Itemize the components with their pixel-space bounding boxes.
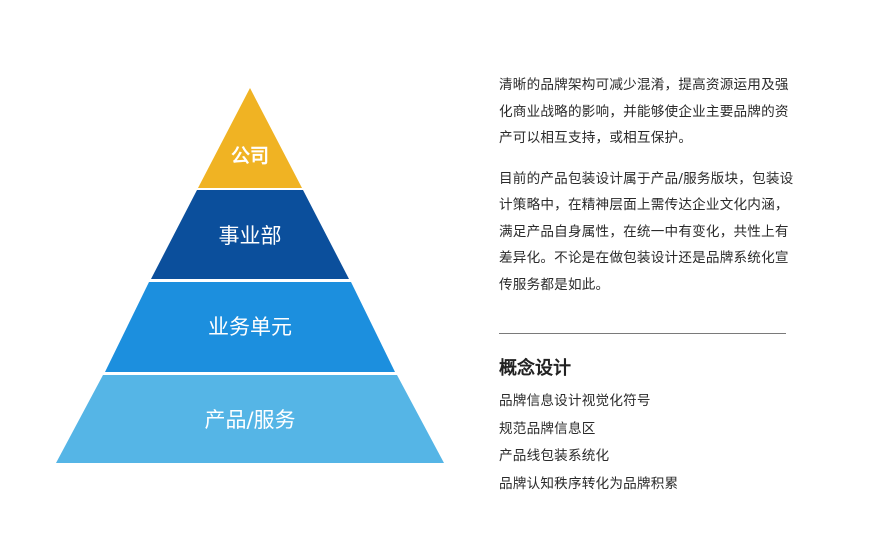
pyramid-tier-company <box>198 88 302 188</box>
concept-item-brand-accumulation: 品牌认知秩序转化为品牌积累 <box>499 475 679 492</box>
pyramid-label-business-unit: 业务单元 <box>208 315 292 339</box>
description-paragraph-brand-architecture: 清晰的品牌架构可减少混淆，提高资源运用及强化商业战略的影响，并能够使企业主要品牌… <box>499 77 789 146</box>
concept-item-visual-symbol: 品牌信息设计视觉化符号 <box>499 393 651 409</box>
description-paragraph-packaging-strategy: 目前的产品包装设计属于产品/服务版块，包装设计策略中，在精神层面上需传达企业文化… <box>499 170 794 293</box>
concept-design-list: 品牌信息设计视觉化符号 规范品牌信息区 产品线包装系统化 品牌认知秩序转化为品牌… <box>499 388 799 498</box>
pyramid-tier-division <box>151 190 349 279</box>
concept-design-title: 概念设计 <box>499 358 571 379</box>
pyramid-label-company: 公司 <box>231 145 269 167</box>
concept-design-section: 概念设计 品牌信息设计视觉化符号 规范品牌信息区 产品线包装系统化 品牌认知秩序… <box>499 356 799 498</box>
description-column: 清晰的品牌架构可减少混淆，提高资源运用及强化商业战略的影响，并能够使企业主要品牌… <box>499 72 799 298</box>
concept-item-info-area: 规范品牌信息区 <box>499 420 596 437</box>
concept-item-packaging-system: 产品线包装系统化 <box>499 448 610 464</box>
section-divider <box>499 333 786 334</box>
pyramid-tier-product-service <box>56 375 444 463</box>
pyramid-label-product-service: 产品/服务 <box>204 408 295 432</box>
pyramid-label-division: 事业部 <box>219 224 282 248</box>
pyramid-tier-business-unit <box>105 282 395 372</box>
brand-architecture-pyramid: 公司 事业部 业务单元 产品/服务 <box>56 88 444 463</box>
